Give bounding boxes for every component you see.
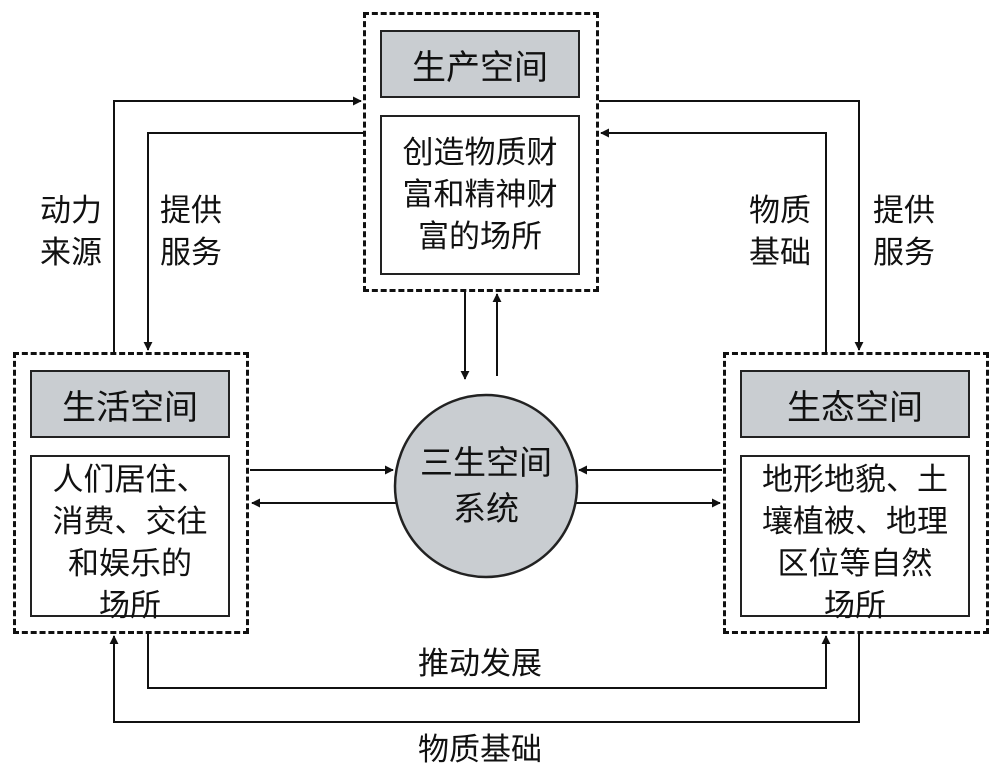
label-material-basis-bottom: 物质基础 [418, 732, 542, 768]
ecology-desc-line-4: 场所 [824, 588, 886, 624]
label-material-basis-right-line-2: 基础 [749, 235, 811, 271]
center-line-2: 系统 [453, 489, 519, 528]
living-desc-line-4: 场所 [99, 588, 161, 624]
label-provide-service-right-line-2: 服务 [873, 235, 935, 271]
ecology-desc-line-1: 地形地貌、土 [762, 462, 948, 498]
label-power-source: 动力 来源 [36, 190, 106, 274]
living-desc-line-3: 和娱乐的 [68, 546, 192, 582]
label-power-source-line-1: 动力 [40, 193, 102, 229]
ecology-desc-line-3: 区位等自然 [777, 546, 933, 582]
label-power-source-line-2: 来源 [40, 235, 102, 271]
label-provide-service-right-line-1: 提供 [873, 193, 935, 229]
production-desc-line-2: 富和精神财 [402, 177, 558, 213]
production-space-title: 生产空间 [380, 30, 580, 98]
label-provide-service-right: 提供 服务 [869, 190, 939, 274]
living-space-title: 生活空间 [30, 370, 230, 438]
arrow-production-to-living [143, 132, 363, 351]
living-desc-line-2: 消费、交往 [52, 504, 208, 540]
label-material-basis-right-line-1: 物质 [749, 193, 811, 229]
label-promote-development: 推动发展 [418, 646, 542, 682]
living-desc-line-1: 人们居住、 [52, 462, 208, 498]
production-space-description: 创造物质财 富和精神财 富的场所 [380, 115, 580, 275]
center-line-1: 三生空间 [420, 443, 552, 482]
living-space-group [13, 352, 249, 634]
ecology-desc-line-2: 壤植被、地理 [762, 504, 948, 540]
arrow-ecology-to-production [600, 128, 827, 352]
arrow-living-to-production [113, 96, 362, 352]
label-provide-service-left: 提供 服务 [156, 190, 226, 274]
center-system-label: 三生空间 系统 [395, 440, 577, 532]
production-desc-line-1: 创造物质财 [402, 135, 558, 171]
production-desc-line-3: 富的场所 [418, 219, 542, 255]
center-system-circle [393, 393, 579, 579]
ecology-space-description: 地形地貌、土 壤植被、地理 区位等自然 场所 [740, 455, 970, 624]
label-material-basis-right: 物质 基础 [745, 190, 815, 274]
production-space-group [363, 12, 599, 292]
living-space-description: 人们居住、 消费、交往 和娱乐的 场所 [30, 455, 230, 624]
arrow-production-to-ecology [599, 100, 864, 351]
arrow-living-to-ecology [147, 634, 831, 689]
ecology-space-group [723, 352, 989, 634]
label-provide-service-left-line-2: 服务 [160, 235, 222, 271]
arrow-ecology-to-living [109, 634, 860, 723]
label-provide-service-left-line-1: 提供 [160, 193, 222, 229]
ecology-space-title: 生态空间 [740, 370, 970, 438]
